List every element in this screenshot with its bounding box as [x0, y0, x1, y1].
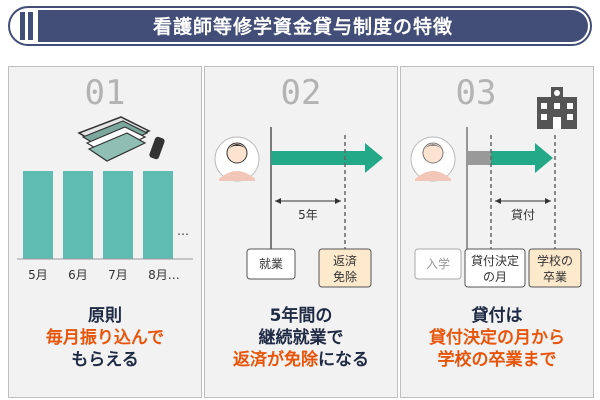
panel-2: 02 5年 就業 返済 免除 5年間の 継続就業で 返済が免除になる — [204, 66, 398, 398]
bankbook-icon — [77, 116, 151, 162]
caption-line: 原則 — [88, 306, 122, 326]
month-label: 5月 — [28, 268, 48, 282]
banner-shape — [8, 6, 592, 46]
box-decide-label: の月 — [483, 270, 507, 284]
month-label: 6月 — [68, 268, 88, 282]
caption-line: 返済が免除になる — [205, 349, 397, 371]
panel-number: 03 — [455, 73, 497, 113]
panel-3: 03 — [400, 66, 594, 398]
bars-graphic: … 5月 6月 7月 8月… — [17, 116, 193, 282]
ellipsis-label: … — [177, 224, 189, 238]
nurse-avatar-icon — [214, 136, 260, 182]
title-banner: 看護師等修学資金貸与制度の特徴 — [8, 6, 592, 46]
stamp-icon — [149, 136, 165, 160]
student-avatar-icon — [410, 136, 456, 182]
timeline-graphic: 貸付 入学 貸付決定 の月 学校の 卒業 — [410, 87, 582, 288]
caption-highlight: 返済が免除 — [233, 350, 318, 370]
caption-line: もらえる — [71, 350, 139, 370]
panel-1: 01 … 5月 6月 7月 8月… 原則 毎月振り込んで もらえる — [8, 66, 202, 398]
caption-line: 継続就業で — [258, 328, 344, 348]
timeline-graphic: 5年 就業 返済 免除 — [214, 127, 383, 288]
arrow-graphic — [467, 143, 553, 173]
box-grad-label: 学校の — [537, 253, 573, 268]
box-grad-label: 卒業 — [543, 270, 567, 284]
box-entry-label: 入学 — [426, 256, 450, 271]
caption-highlight: 学校の卒業まで — [437, 350, 557, 370]
box-end-label: 免除 — [333, 269, 357, 284]
panel-number: 01 — [84, 73, 126, 113]
arrow-graphic — [271, 143, 383, 173]
box-start-label: 就業 — [259, 257, 283, 271]
caption-line: 5年間の — [269, 306, 333, 326]
caption-highlight: 毎月振り込んで — [45, 328, 165, 348]
month-label: 7月 — [108, 268, 128, 282]
month-label: 8月… — [148, 268, 180, 282]
box-decide-label: 貸付決定 — [471, 253, 519, 268]
span-label: 貸付 — [511, 207, 535, 222]
span-label: 5年 — [298, 208, 318, 222]
page-title: 看護師等修学資金貸与制度の特徴 — [152, 16, 453, 38]
caption-line: 貸付は — [471, 306, 523, 326]
monthly-bars — [23, 171, 173, 259]
caption-tail: になる — [318, 350, 369, 370]
panel-number: 02 — [280, 73, 322, 113]
box-end-label: 返済 — [333, 253, 357, 268]
school-icon — [537, 87, 577, 129]
caption-highlight: 貸付決定の月から — [429, 328, 565, 348]
